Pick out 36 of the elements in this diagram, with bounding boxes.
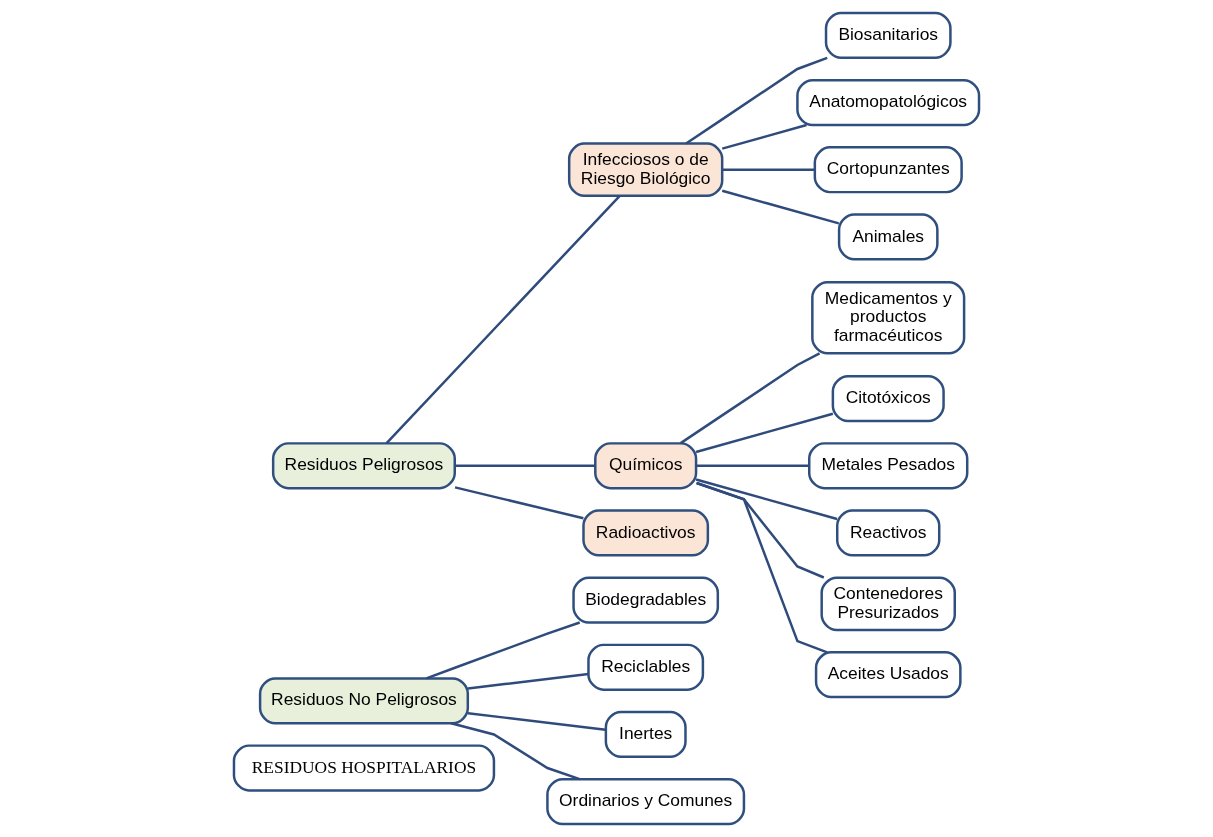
connector (685, 56, 828, 145)
node-box: Biosanitarios (824, 11, 952, 60)
node-box: Infecciosos o de Riesgo Biológico (567, 142, 724, 198)
node-box: Metales Pesados (808, 442, 969, 490)
connector (467, 672, 589, 690)
connector (695, 412, 834, 454)
node-box: Residuos Peligrosos (271, 442, 456, 490)
node-box: Reciclables (587, 643, 705, 691)
node-box: Residuos No Peligrosos (258, 677, 470, 725)
connector (680, 352, 821, 445)
connector (722, 168, 815, 171)
node-box: Radioactivos (582, 509, 710, 557)
node-box: Contenedores Presurizados (820, 576, 956, 632)
node-box: Anatomopatológicos (796, 78, 981, 127)
connector (450, 722, 581, 781)
node-box: Reactivos (836, 509, 941, 557)
connector (455, 464, 595, 467)
node-box: Ordinarios y Comunes (546, 777, 746, 826)
node-box: Animales (837, 213, 939, 261)
connector (385, 195, 621, 444)
node-box: Citotóxicos (831, 374, 945, 423)
node-box: Químicos (594, 442, 698, 490)
connector (467, 711, 606, 731)
connector (721, 123, 807, 150)
node-box: Inertes (604, 710, 687, 759)
connector (425, 621, 581, 680)
connector (695, 478, 838, 521)
connector (454, 486, 584, 520)
connector (696, 481, 828, 654)
connector (721, 189, 840, 225)
node-box: Aceites Usados (814, 651, 962, 699)
connector (696, 464, 810, 467)
node-box: Medicamentos y productos farmacéuticos (811, 281, 966, 355)
node-box: Cortopunzantes (813, 146, 963, 194)
node-box: Biodegradables (572, 576, 720, 624)
node-box: RESIDUOS HOSPITALARIOS (232, 744, 496, 792)
